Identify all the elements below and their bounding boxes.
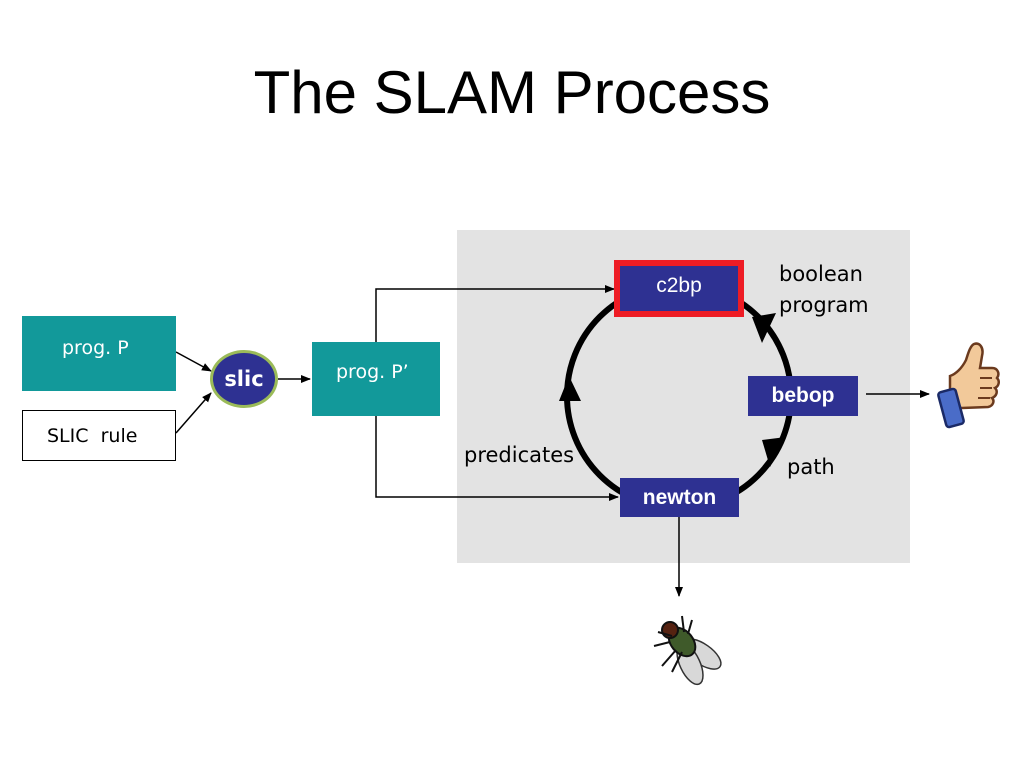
edge-slicrule-to-slic (175, 392, 212, 434)
thumbs-up-icon (937, 342, 1000, 429)
page-title: The SLAM Process (253, 59, 771, 126)
slic-rule-label: SLIC rule (47, 424, 138, 447)
slic-label: slic (224, 367, 264, 391)
bebop-node: bebop (748, 376, 858, 416)
edge-label-boolean: boolean (779, 262, 863, 286)
slic-node: slic (210, 350, 278, 408)
c2bp-node: c2bp (614, 260, 744, 317)
bebop-label: bebop (771, 384, 835, 407)
fly-icon (653, 615, 722, 686)
loop-arrow-to-newton (762, 437, 786, 467)
newton-label: newton (642, 485, 717, 509)
edge-progp-to-slic (175, 351, 212, 372)
edge-progp2-to-newton (375, 416, 619, 501)
edge-label-program: program (779, 293, 869, 317)
c2bp-label: c2bp (656, 273, 702, 297)
prog-p-prime-box: prog. P’ (312, 342, 440, 416)
edge-label-predicates: predicates (464, 443, 575, 467)
slic-rule-box: SLIC rule (22, 410, 176, 461)
prog-p-box: prog. P (22, 316, 176, 391)
prog-p-label: prog. P (62, 336, 129, 359)
newton-node: newton (620, 478, 739, 517)
loop-arrow-to-c2bp (559, 376, 581, 401)
edge-progp2-to-c2bp (375, 285, 615, 342)
loop-arrow-to-bebop (752, 313, 776, 343)
prog-p-prime-label: prog. P’ (336, 361, 409, 383)
edge-label-path: path (787, 455, 835, 479)
